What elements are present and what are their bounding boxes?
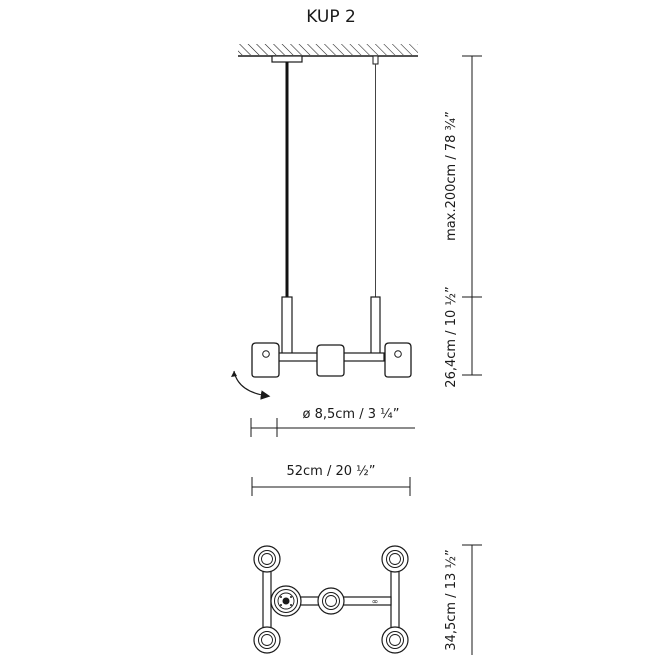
diameter-dimension [250,418,415,437]
label-height-body: 26,4cm / 10 ½” [444,286,459,387]
cable-anchor [372,55,379,65]
top-center-spot [317,587,345,615]
label-height-max: max.200cm / 78 ¾” [444,111,459,241]
ceiling-canopy [271,55,303,63]
ceiling-hatch [238,44,418,57]
top-view: ∞ [253,545,409,654]
height-dimension [462,55,482,376]
label-depth: 34,5cm / 13 ½” [444,549,459,650]
label-diameter: ø 8,5cm / 3 ¼” [303,407,400,422]
front-view [231,44,418,400]
left-rail [262,565,272,637]
rotation-arrow-tail [231,371,237,377]
top-spot-4 [381,626,409,654]
depth-dimension [462,544,482,655]
product-title: KUP 2 [306,7,356,27]
spot-right [384,342,412,378]
width-dimension [251,477,411,496]
label-width: 52cm / 20 ½” [286,464,375,479]
top-spot-3 [253,626,281,654]
right-rail [390,565,400,637]
spot-center [316,344,345,377]
top-canopy-spot [270,585,302,617]
top-spot-2 [381,545,409,573]
right-vertical-tube [370,296,381,356]
spot-left [251,342,280,378]
top-spot-1 [253,545,281,573]
cable-clamp-icon: ∞ [372,597,379,606]
left-vertical-tube [281,296,293,356]
